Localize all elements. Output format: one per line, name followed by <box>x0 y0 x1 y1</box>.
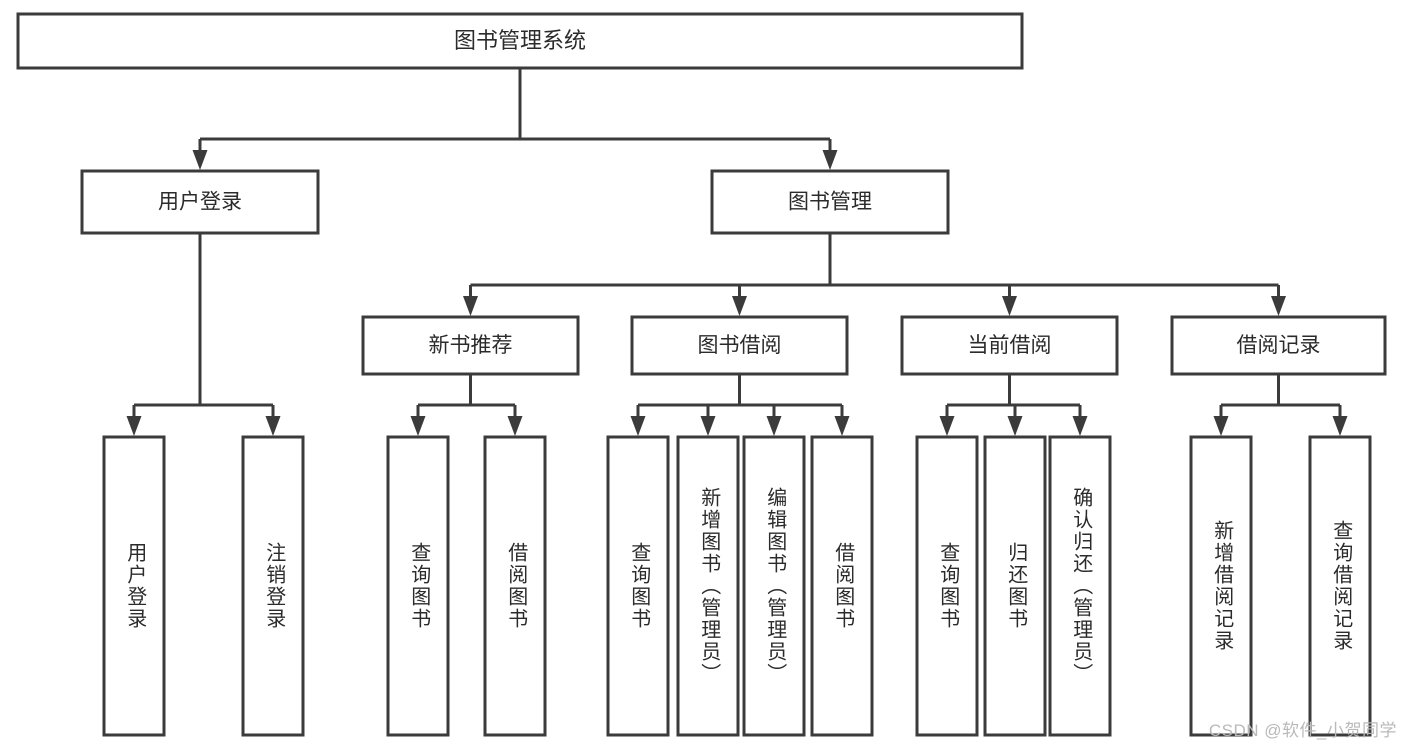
arrow-head-icon <box>834 416 850 436</box>
node-new-book-rec[interactable]: 新书推荐 <box>361 315 580 376</box>
arrow-head-icon <box>766 416 782 436</box>
node-label: 查询图书 <box>937 542 960 630</box>
arrow-head-icon <box>1271 296 1286 316</box>
node-label: 借阅记录 <box>1237 334 1321 357</box>
node-leaf-borrow-book-2[interactable]: 借阅图书 <box>810 435 874 737</box>
node-box <box>80 169 320 235</box>
node-box <box>1048 435 1112 737</box>
node-current-borrow[interactable]: 当前借阅 <box>900 315 1119 376</box>
edge-group-borrow-record <box>1213 374 1348 436</box>
node-leaf-query-book-3[interactable]: 查询图书 <box>915 435 979 737</box>
node-leaf-query-book-1[interactable]: 查询图书 <box>386 435 450 737</box>
node-leaf-query-book-2[interactable]: 查询图书 <box>606 435 670 737</box>
node-leaf-add-book[interactable]: 新增图书（管理员） <box>676 435 740 737</box>
node-box <box>915 435 979 737</box>
arrow-head-icon <box>732 296 747 316</box>
node-layer: 图书管理系统用户登录图书管理新书推荐图书借阅当前借阅借阅记录用户登录注销登录查询… <box>16 12 1387 737</box>
node-box <box>900 315 1119 376</box>
node-label: 借阅图书 <box>832 542 855 630</box>
node-leaf-add-record[interactable]: 新增借阅记录 <box>1189 435 1253 737</box>
node-label: 图书借阅 <box>698 334 782 357</box>
node-label: 用户登录 <box>158 191 242 214</box>
node-box <box>361 315 580 376</box>
node-box <box>710 169 950 235</box>
node-box <box>810 435 874 737</box>
node-label: 归还图书 <box>1005 542 1028 630</box>
node-box <box>742 435 806 737</box>
node-label: 查询图书 <box>628 542 651 630</box>
node-label: 确认归还（管理员） <box>1070 487 1093 685</box>
node-borrow-record[interactable]: 借阅记录 <box>1170 315 1387 376</box>
node-leaf-user-login[interactable]: 用户登录 <box>102 435 166 737</box>
arrow-head-icon <box>265 416 281 436</box>
node-label: 查询图书 <box>408 542 431 630</box>
arrow-head-icon <box>700 416 716 436</box>
node-box <box>386 435 450 737</box>
edge-group-current-borrow <box>939 374 1088 436</box>
node-leaf-query-record[interactable]: 查询借阅记录 <box>1308 435 1372 737</box>
edge-group-book-borrow <box>630 374 850 436</box>
node-box <box>606 435 670 737</box>
node-box <box>241 435 305 737</box>
node-label: 图书管理系统 <box>454 28 586 53</box>
node-box <box>630 315 849 376</box>
node-label: 注销登录 <box>263 542 286 630</box>
node-label: 新增图书（管理员） <box>698 487 721 685</box>
arrow-head-icon <box>1072 416 1088 436</box>
node-book-manage[interactable]: 图书管理 <box>710 169 950 235</box>
arrow-head-icon <box>192 150 208 170</box>
arrow-head-icon <box>630 416 646 436</box>
arrow-head-icon <box>939 416 955 436</box>
arrow-head-icon <box>1002 296 1017 316</box>
arrow-head-icon <box>463 296 478 316</box>
node-label: 借阅图书 <box>505 542 528 630</box>
node-box <box>1308 435 1372 737</box>
node-label: 新增借阅记录 <box>1211 520 1234 652</box>
node-label: 当前借阅 <box>968 334 1052 357</box>
arrow-head-icon <box>126 416 142 436</box>
node-root[interactable]: 图书管理系统 <box>16 12 1024 70</box>
edge-layer <box>126 68 1348 436</box>
node-box <box>1189 435 1253 737</box>
node-leaf-logout[interactable]: 注销登录 <box>241 435 305 737</box>
arrow-head-icon <box>410 416 426 436</box>
arrow-head-icon <box>507 416 523 436</box>
node-label: 查询借阅记录 <box>1330 520 1353 652</box>
arrow-head-icon <box>1007 416 1023 436</box>
node-user-login[interactable]: 用户登录 <box>80 169 320 235</box>
node-box <box>16 12 1024 70</box>
node-leaf-borrow-book-1[interactable]: 借阅图书 <box>483 435 547 737</box>
edge-group-new-book-rec <box>410 374 523 436</box>
node-box <box>102 435 166 737</box>
arrow-head-icon <box>822 150 838 170</box>
node-label: 用户登录 <box>124 542 147 630</box>
edge-group-book-manage <box>463 233 1286 316</box>
node-leaf-return-book[interactable]: 归还图书 <box>983 435 1047 737</box>
node-label: 编辑图书（管理员） <box>764 487 787 685</box>
node-leaf-edit-book[interactable]: 编辑图书（管理员） <box>742 435 806 737</box>
node-book-borrow[interactable]: 图书借阅 <box>630 315 849 376</box>
edge-group-root <box>192 68 838 170</box>
node-leaf-confirm-return[interactable]: 确认归还（管理员） <box>1048 435 1112 737</box>
node-box <box>1170 315 1387 376</box>
node-box <box>483 435 547 737</box>
node-label: 图书管理 <box>788 191 872 214</box>
node-label: 新书推荐 <box>429 334 513 357</box>
arrow-head-icon <box>1332 416 1348 436</box>
node-box <box>676 435 740 737</box>
edge-group-user-login <box>126 233 281 436</box>
arrow-head-icon <box>1213 416 1229 436</box>
node-box <box>983 435 1047 737</box>
